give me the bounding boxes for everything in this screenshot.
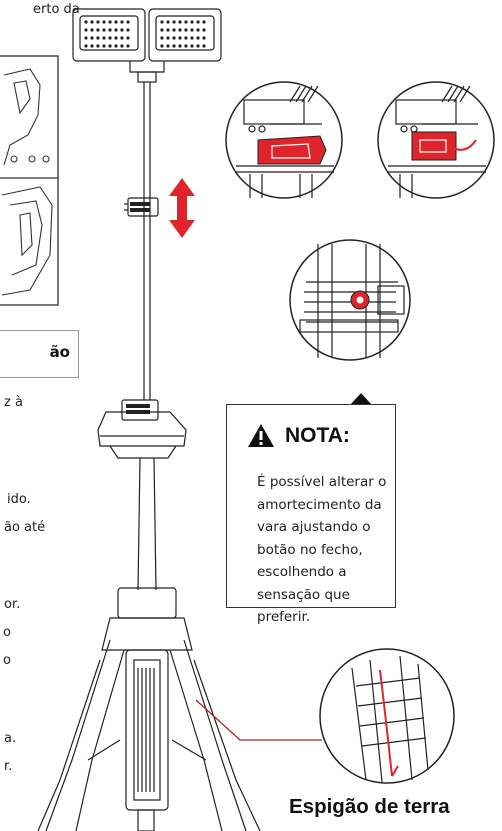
note-header: NOTA: xyxy=(247,423,350,448)
text-fragment: ido. xyxy=(7,492,31,507)
text-fragment: z à xyxy=(4,395,23,410)
text-fragment: ão até xyxy=(4,520,46,535)
text-fragment: or. xyxy=(4,597,21,612)
note-title: NOTA: xyxy=(285,423,350,447)
note-text: É possível alterar o amortecimento da va… xyxy=(257,474,387,625)
section-heading: ão xyxy=(49,343,70,361)
left-detail-illustration xyxy=(0,55,59,306)
text-fragment: a. xyxy=(4,731,17,746)
warning-icon xyxy=(248,424,274,447)
ground-spike-label: Espigão de terra xyxy=(289,795,450,818)
text-fragment-top: erto da xyxy=(33,2,80,17)
text-fragment: o xyxy=(3,653,11,668)
note-pointer xyxy=(350,393,372,405)
text-fragment: r. xyxy=(4,759,13,774)
note-box: NOTA: É possível alterar o amortecimento… xyxy=(226,404,396,625)
section-heading-box: ão xyxy=(0,330,79,378)
text-fragment: o xyxy=(3,625,11,640)
